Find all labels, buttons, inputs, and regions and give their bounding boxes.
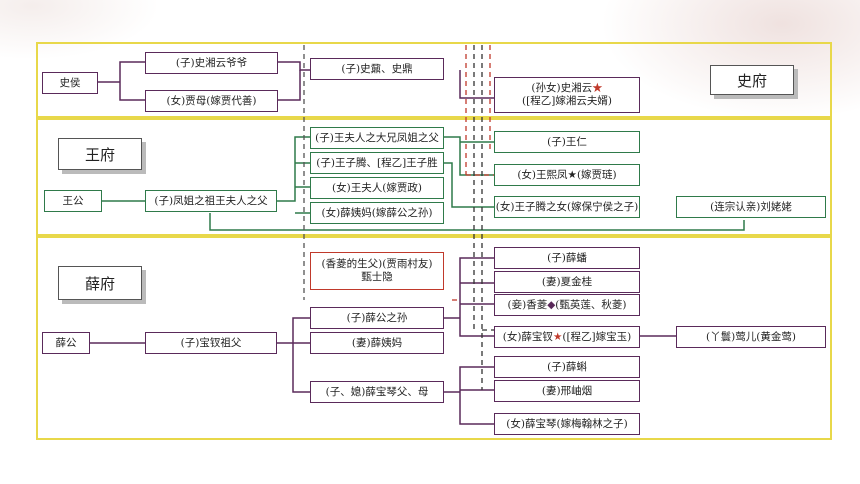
section-xue [36, 236, 832, 440]
node-shi-son: (子)史湘云爷爷 [145, 52, 278, 74]
node-xue-grandson: (子)薛公之孙 [310, 307, 444, 329]
node-baoqin-parents: (子、媳)薛宝琴父、母 [310, 381, 444, 403]
star-icon: ★ [552, 330, 563, 343]
node-grandmother-jia: (女)贾母(嫁贾代善) [145, 90, 278, 112]
node-aunt-xue-wife: (妻)薛姨妈 [310, 332, 444, 354]
xiangling-note: (甄英莲、秋菱) [555, 298, 627, 311]
baochai-spouse: ([程乙]嫁宝玉) [562, 330, 632, 343]
node-zhen-shiyin: (香菱的生父)(贾雨村友) 甄士隐 [310, 252, 444, 290]
node-lady-wang: (女)王夫人(嫁贾政) [310, 177, 444, 199]
node-xue-gong: 薛公 [42, 332, 90, 354]
family-label-wang: 王府 [58, 138, 142, 170]
zhen-name: 甄士隐 [361, 271, 393, 283]
node-shi-xiangyun: (孙女)史湘云★ ([程乙]嫁湘云夫婿) [494, 77, 640, 113]
node-shi-nai-ding: (子)史鼐、史鼎 [310, 58, 444, 80]
node-xue-baoqin: (女)薛宝琴(嫁梅翰林之子) [494, 413, 640, 435]
node-wang-son: (子)凤姐之祖王夫人之父 [145, 190, 277, 212]
node-wang-ren: (子)王仁 [494, 131, 640, 153]
node-xiangling: (妾)香菱◆(甄英莲、秋菱) [494, 294, 640, 316]
diamond-icon: ◆ [547, 298, 556, 311]
family-label-shi: 史府 [710, 65, 794, 95]
node-xia-jingui: (妻)夏金桂 [494, 271, 640, 293]
xiangling-label: (妾)香菱 [507, 298, 548, 311]
node-xue-ke: (子)薛蝌 [494, 356, 640, 378]
node-wang-ziteng-daughter: (女)王子腾之女(嫁保宁侯之子) [494, 196, 640, 218]
xifeng-spouse: (嫁贾琏) [576, 168, 617, 181]
node-wang-gong: 王公 [44, 190, 102, 212]
star-icon: ★ [567, 168, 577, 181]
background-decoration-left [0, 0, 160, 60]
section-shi [36, 42, 832, 118]
node-granny-liu: (连宗认亲)刘姥姥 [676, 196, 826, 218]
star-icon: ★ [592, 82, 603, 95]
node-wang-eldest: (子)王夫人之大兄凤姐之父 [310, 127, 444, 149]
zhen-note: (香菱的生父)(贾雨村友) [321, 258, 433, 271]
xiangyun-label: (孙女)史湘云 [531, 82, 593, 95]
node-wang-xifeng: (女)王熙凤★(嫁贾琏) [494, 164, 640, 186]
node-yinger: (丫鬟)莺儿(黄金莺) [676, 326, 826, 348]
node-xue-pan: (子)薛蟠 [494, 247, 640, 269]
xiangyun-spouse: ([程乙]嫁湘云夫婿) [522, 95, 612, 107]
section-wang [36, 118, 832, 236]
node-aunt-xue: (女)薛姨妈(嫁薛公之孙) [310, 202, 444, 224]
baochai-label: (女)薛宝钗 [502, 330, 553, 343]
node-baochai-grandfather: (子)宝钗祖父 [145, 332, 277, 354]
xifeng-label: (女)王熙凤 [517, 168, 568, 181]
family-label-xue: 薛府 [58, 266, 142, 300]
node-shi-hou: 史侯 [42, 72, 98, 94]
node-xue-baochai: (女)薛宝钗★([程乙]嫁宝玉) [494, 326, 640, 348]
node-xing-xiuyan: (妻)邢岫烟 [494, 380, 640, 402]
background-decoration-right [600, 0, 860, 120]
node-wang-ziteng: (子)王子腾、[程乙]王子胜 [310, 152, 444, 174]
